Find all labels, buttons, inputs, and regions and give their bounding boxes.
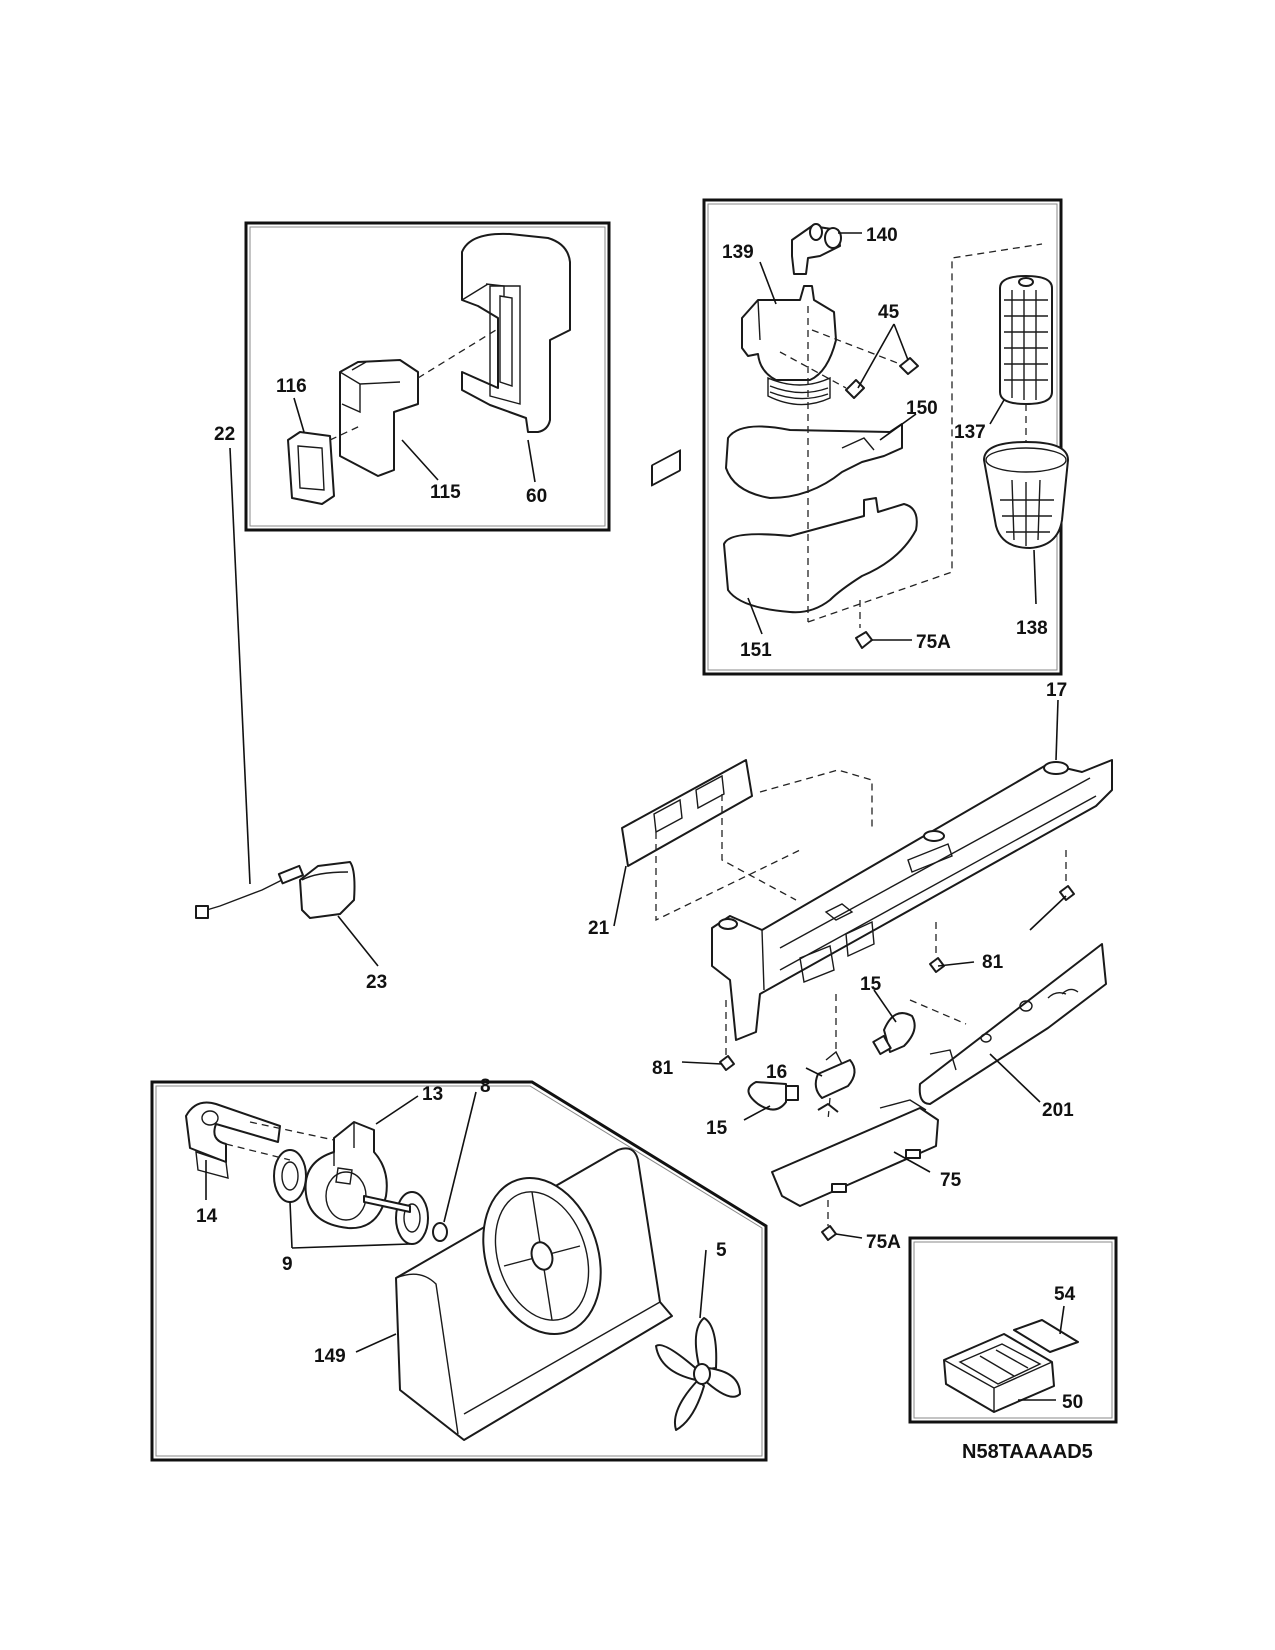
callout-16: 16 (766, 1062, 787, 1083)
screw-81-left-shape (719, 1055, 735, 1071)
screw-81-right-shape (1059, 885, 1075, 901)
inset-water-filter (702, 198, 1069, 676)
callout-139: 139 (722, 242, 754, 263)
callout-81-right: 81 (982, 952, 1004, 973)
inset-fan-assembly (150, 1080, 768, 1462)
screw-75a-bottom-shape (821, 1225, 837, 1241)
callout-labels: 116 115 60 140 139 45 150 137 151 75A 13… (196, 225, 1093, 1463)
sensor-group (195, 447, 379, 967)
washer-8-shape (432, 1222, 448, 1242)
filter-cartridge-137-shape (999, 275, 1053, 405)
callout-50: 50 (1062, 1392, 1083, 1413)
callout-15-top: 15 (860, 974, 882, 995)
callout-75a-top: 75A (916, 632, 951, 653)
callout-60: 60 (526, 486, 547, 507)
bracket-14-shape (185, 1101, 281, 1163)
callout-54: 54 (1054, 1284, 1076, 1305)
cover-23-shape (299, 861, 356, 919)
mount-9-right-shape (395, 1191, 429, 1245)
callout-81-left: 81 (652, 1058, 674, 1079)
motor-13-shape (304, 1121, 388, 1230)
callout-5: 5 (716, 1240, 727, 1261)
bulb-15-top-shape (883, 1012, 916, 1053)
callout-75: 75 (940, 1170, 962, 1191)
drip-tray-75-shape (771, 1107, 939, 1207)
tray-50-shape (943, 1333, 1055, 1413)
callout-115: 115 (430, 482, 461, 503)
callout-17: 17 (1046, 680, 1067, 701)
callout-151: 151 (740, 640, 772, 661)
callout-15-bottom: 15 (706, 1118, 728, 1139)
cover-150-shape (725, 423, 903, 499)
callout-21: 21 (588, 918, 610, 939)
callout-23: 23 (366, 972, 387, 993)
callout-13: 13 (422, 1084, 443, 1105)
callout-149: 149 (314, 1346, 346, 1367)
callout-150: 150 (906, 398, 938, 419)
callout-45: 45 (878, 302, 900, 323)
bulb-15-bottom-shape (747, 1081, 787, 1111)
inset-icemaker-housing (244, 221, 611, 532)
gasket-116-shape (287, 431, 335, 505)
filter-head-139-shape (741, 285, 837, 381)
fan-blade-5-shape (694, 1317, 718, 1371)
diagram-code: N58TAAAAD5 (962, 1441, 1093, 1463)
trim-201-shape (918, 943, 1107, 1105)
housing-60-shape (461, 232, 571, 433)
module-115-shape (339, 359, 419, 477)
callout-22: 22 (214, 424, 235, 445)
screw-45b-shape (899, 357, 919, 375)
callout-140: 140 (866, 225, 898, 246)
callout-14: 14 (196, 1206, 218, 1227)
callout-137: 137 (954, 422, 986, 443)
callout-116: 116 (276, 376, 307, 397)
callout-75a-bottom: 75A (866, 1232, 901, 1253)
inset-shelf-tray (908, 1236, 1118, 1424)
housing-17-shape (711, 759, 1113, 1041)
callout-201: 201 (1042, 1100, 1074, 1121)
callout-8: 8 (480, 1076, 491, 1097)
callout-9: 9 (282, 1254, 293, 1275)
socket-16-shape (814, 1059, 856, 1099)
screw-75a-top-shape (855, 631, 873, 649)
callout-138: 138 (1016, 618, 1048, 639)
sensor-wire-22-shape (199, 879, 283, 913)
dispenser-housing-assembly (613, 449, 1113, 1241)
cover-151-shape (723, 497, 918, 614)
control-board-21-shape (621, 759, 753, 867)
strip-54-shape (1013, 1319, 1079, 1353)
